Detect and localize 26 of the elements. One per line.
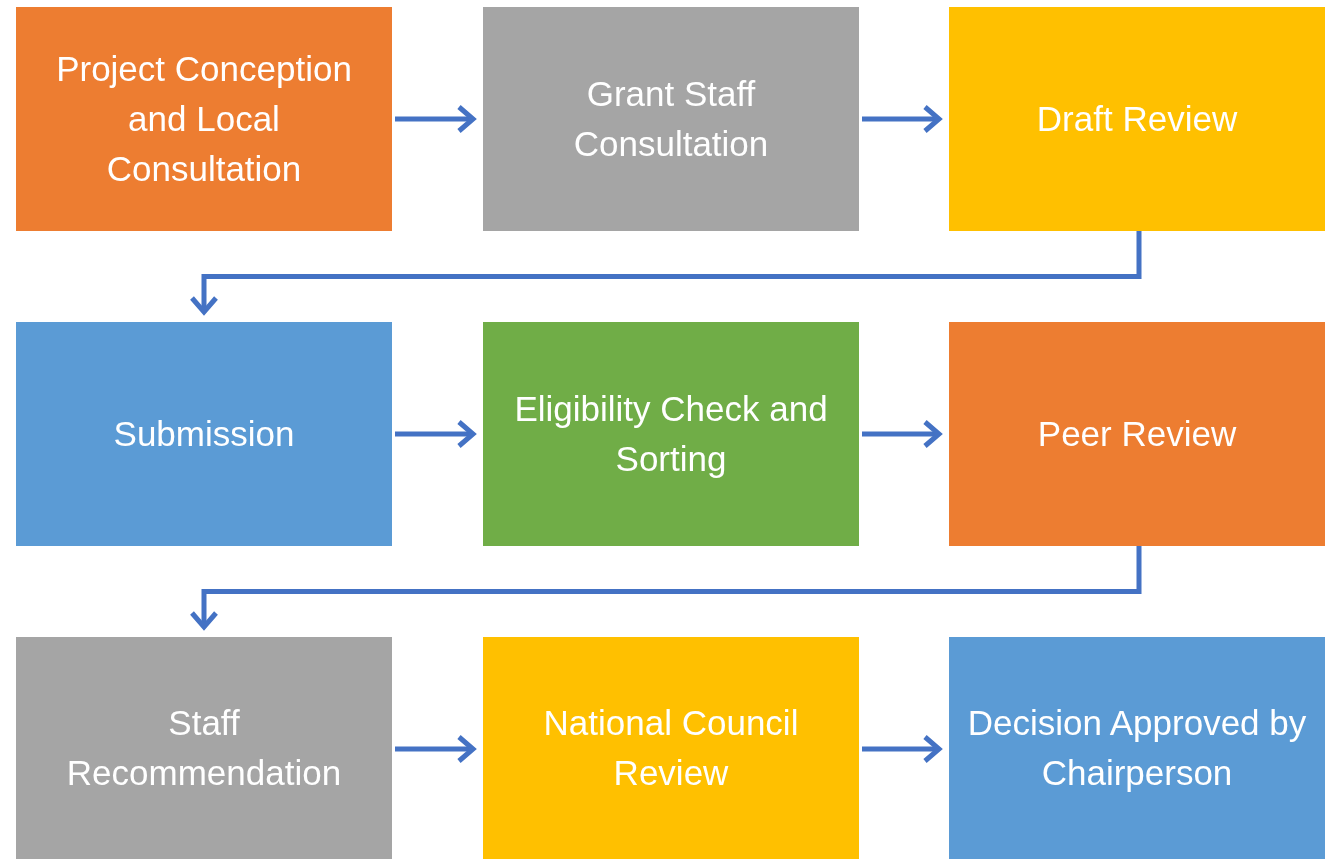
process-box <box>949 322 1325 546</box>
box-label: Draft Review <box>1036 98 1238 140</box>
process-box <box>949 7 1325 231</box>
process-box <box>483 637 859 859</box>
box-label: Staff Recommendation <box>65 702 343 794</box>
box-label: Decision Approved by Chairperson <box>966 702 1308 794</box>
arrow <box>189 546 1142 630</box>
box-label: Project Conception and Local Consultation <box>55 48 353 190</box>
arrow <box>395 734 476 764</box>
box-label: Submission <box>113 413 295 455</box>
process-box <box>483 7 859 231</box>
arrow <box>189 231 1142 315</box>
arrow <box>862 104 942 134</box>
arrow <box>862 419 942 449</box>
process-box <box>483 322 859 546</box>
box-label: Peer Review <box>1037 413 1237 455</box>
process-box <box>16 637 392 859</box>
arrow <box>395 419 476 449</box>
box-label: Grant Staff Consultation <box>572 73 770 165</box>
process-box <box>16 7 392 231</box>
box-label: Eligibility Check and Sorting <box>513 388 829 480</box>
process-box <box>949 637 1325 859</box>
process-box <box>16 322 392 546</box>
box-label: National Council Review <box>542 702 800 794</box>
arrow <box>395 104 476 134</box>
arrow <box>862 734 942 764</box>
